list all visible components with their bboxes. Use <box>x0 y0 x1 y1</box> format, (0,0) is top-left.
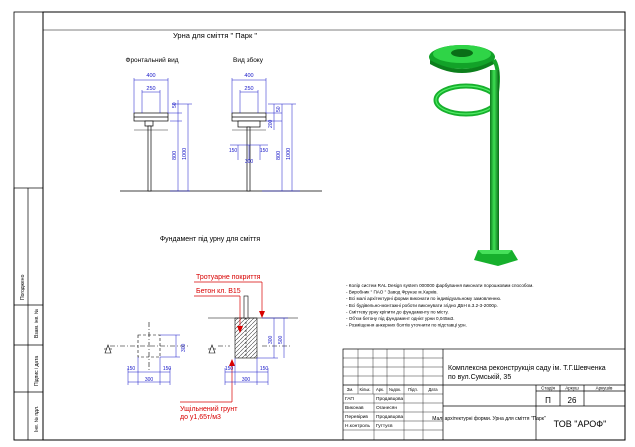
col-qty: Кільк. <box>360 387 371 392</box>
dim-150-side-a: 150 <box>229 148 238 154</box>
sheet-header: Аркуш <box>565 386 579 391</box>
role-2: Виконав <box>345 405 364 411</box>
dim-50-front: 50 <box>172 102 178 108</box>
fsec-150-a: 150 <box>225 366 234 372</box>
dim-200-side: 200 <box>268 119 274 128</box>
name-2: Оганесян <box>376 405 397 411</box>
inner-frame <box>42 11 626 441</box>
drawing-name: Малі архітектурні форми. Урна для сміття… <box>432 416 546 422</box>
col-date: Дата <box>428 387 438 392</box>
side-dims <box>230 78 300 192</box>
project-title: Комплексна реконструкція саду ім. Т.Г.Ше… <box>448 364 606 372</box>
inv-orig-label: Інв. № пдл. <box>34 406 40 432</box>
note-line: - Розміщення анкерних болтів уточнити по… <box>346 323 467 328</box>
dim-50-side: 50 <box>276 106 282 112</box>
concrete-label: Бетон кл. В15 <box>196 288 241 295</box>
fplan-300-v: 300 <box>181 343 187 352</box>
role-4: Н.контроль <box>345 423 370 429</box>
front-view-title: Фронтальний вид <box>126 56 179 64</box>
col-sign: Підп. <box>408 387 418 392</box>
surface-label: Тротуарне покриття <box>196 274 261 281</box>
sheet-value: 26 <box>568 396 577 405</box>
soil-label-1: Ущільнений грунт <box>180 405 238 413</box>
foundation-plan-dims <box>127 334 180 385</box>
note-line: - Колір систем RAL Design system 000000 … <box>346 283 534 288</box>
name-1: Продавцова <box>376 396 404 402</box>
soil-label-2: до у1,65т/м3 <box>180 414 221 421</box>
fplan-150-b: 150 <box>163 366 172 372</box>
dim-150-side-b: 150 <box>260 148 269 154</box>
fplan-300: 300 <box>145 377 154 383</box>
note-line: - Всі малі архітектурні форми виконати п… <box>346 296 501 301</box>
dim-800-front: 800 <box>172 151 178 160</box>
role-3: Перевірив <box>345 414 368 420</box>
dim-250-side: 250 <box>244 86 253 92</box>
foundation-leaders <box>180 281 263 403</box>
name-4: Гуттуєв <box>376 423 393 429</box>
side-view-title: Вид збоку <box>233 56 264 64</box>
role-1: ГАП <box>345 396 354 402</box>
fsec-300: 300 <box>242 377 251 383</box>
foundation-plan <box>104 322 190 372</box>
stage-value: П <box>545 396 551 405</box>
dim-300-side: 300 <box>245 159 254 165</box>
title-block <box>342 348 626 441</box>
col-zm: Зм. <box>347 387 354 392</box>
note-line: - Об'єм бетону під фундамент однієї урни… <box>346 316 455 321</box>
foundation-section <box>208 295 298 359</box>
inv-sign-label: Взам. інв. № <box>34 309 40 338</box>
bin-render-image <box>429 45 518 266</box>
dim-400-front: 400 <box>146 73 155 79</box>
project-title-1: Комплексна реконструкція саду ім. Т.Г.Ше… <box>448 364 608 381</box>
agreed-label: Погоджено <box>20 274 26 300</box>
foundation-title: Фундамент під урну для сміття <box>160 235 261 243</box>
outer-frame <box>13 11 626 441</box>
project-title-line2: по вул.Сумській, 35 <box>448 373 511 381</box>
fsec-300-v: 300 <box>268 335 274 344</box>
front-view <box>133 112 169 192</box>
name-3: Продавцова <box>376 414 404 420</box>
side-view <box>231 112 267 192</box>
sheets-header: Аркушів <box>596 386 613 391</box>
sheet-title: Урна для сміття " Парк " <box>173 31 257 40</box>
dim-250-front: 250 <box>146 86 155 92</box>
front-dims <box>133 78 192 192</box>
note-line: - Сміттєву урну кріпити до фундаменту по… <box>346 309 449 314</box>
foundation-section-dims <box>224 317 288 385</box>
fplan-150-a: 150 <box>127 366 136 372</box>
col-doc: №док. <box>389 387 401 392</box>
note-line: - Виробник " ПАО " Завод Фрунзе м.Харків… <box>346 290 438 295</box>
binding-strip <box>13 187 44 441</box>
dim-1000-side: 1000 <box>286 148 292 160</box>
fsec-150-b: 150 <box>260 366 269 372</box>
sign-date-label: Підпис і дата <box>34 356 40 386</box>
note-line: - Всі будівельно-монтажні роботи виконув… <box>346 303 498 308</box>
notes-block: - Колір систем RAL Design system 000000 … <box>346 283 534 328</box>
fsec-500-v: 500 <box>278 335 284 344</box>
dim-1000-front: 1000 <box>182 148 188 160</box>
stage-header: Стадія <box>541 386 555 391</box>
dim-400-side: 400 <box>244 73 253 79</box>
dim-800-side: 800 <box>276 151 282 160</box>
company-name: ТОВ "АРОФ" <box>554 419 607 429</box>
col-sheet: Арк. <box>376 387 384 392</box>
